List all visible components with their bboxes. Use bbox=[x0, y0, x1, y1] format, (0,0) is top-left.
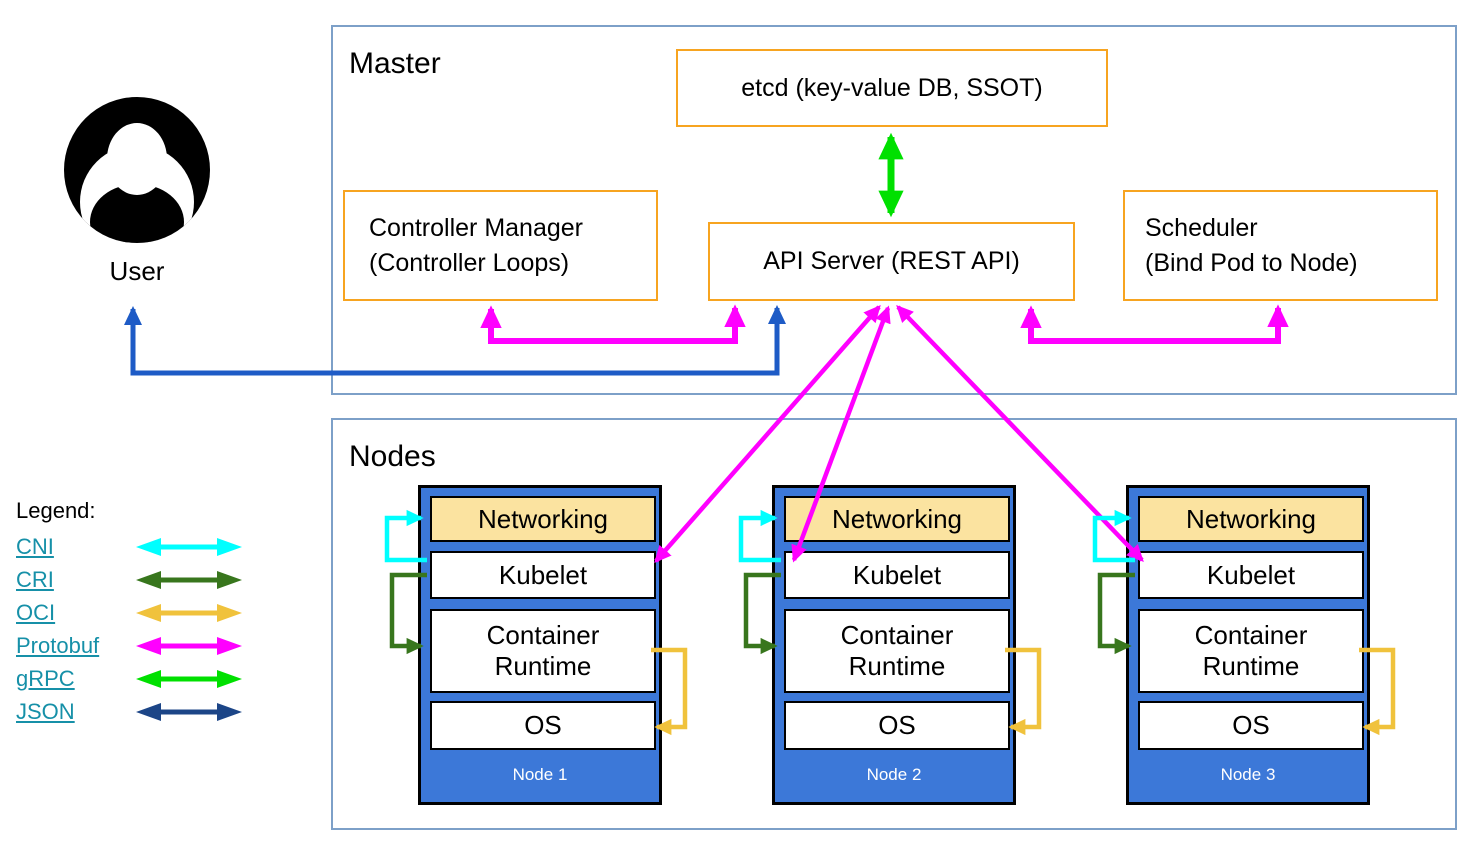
legend-row-cri: CRI bbox=[16, 563, 266, 596]
node-3: Networking Kubelet Container Runtime OS … bbox=[1126, 485, 1370, 805]
etcd-label: etcd (key-value DB, SSOT) bbox=[741, 73, 1043, 102]
controller-manager-label-line1: Controller Manager bbox=[369, 213, 583, 242]
node-2-networking-layer: Networking bbox=[784, 496, 1010, 542]
node-2-os-layer: OS bbox=[784, 701, 1010, 750]
legend-link-json[interactable]: JSON bbox=[16, 698, 75, 724]
legend-arrow-grpc bbox=[136, 669, 242, 688]
node-2-name: Node 2 bbox=[866, 765, 922, 784]
controller-manager-box: Controller Manager (Controller Loops) bbox=[343, 190, 658, 301]
nodes-section-box: Nodes bbox=[331, 418, 1457, 830]
api-server-label: API Server (REST API) bbox=[763, 247, 1020, 275]
legend-arrow-json bbox=[136, 702, 242, 721]
scheduler-label-line2: (Bind Pod to Node) bbox=[1145, 248, 1358, 277]
user-icon bbox=[64, 97, 210, 243]
nodes-section-title: Nodes bbox=[349, 440, 436, 473]
node-1-kubelet-layer: Kubelet bbox=[430, 551, 656, 599]
legend-row-cni: CNI bbox=[16, 530, 266, 563]
legend-arrow-protobuf bbox=[136, 636, 242, 655]
node-2-container-runtime-layer: Container Runtime bbox=[784, 609, 1010, 693]
node-1-os-layer: OS bbox=[430, 701, 656, 750]
legend-arrow-cni bbox=[136, 537, 242, 556]
scheduler-label-line1: Scheduler bbox=[1145, 213, 1258, 242]
node-3-container-runtime-layer: Container Runtime bbox=[1138, 609, 1364, 693]
node-3-networking-layer: Networking bbox=[1138, 496, 1364, 542]
legend-title: Legend: bbox=[16, 498, 96, 523]
node-1: Networking Kubelet Container Runtime OS … bbox=[418, 485, 662, 805]
api-server-box: API Server (REST API) bbox=[708, 222, 1075, 301]
node-2: Networking Kubelet Container Runtime OS … bbox=[772, 485, 1016, 805]
legend-row-grpc: gRPC bbox=[16, 662, 266, 695]
legend-row-json: JSON bbox=[16, 695, 266, 728]
node-1-name: Node 1 bbox=[512, 765, 568, 784]
node-2-kubelet-layer: Kubelet bbox=[784, 551, 1010, 599]
master-section-title: Master bbox=[349, 47, 441, 80]
etcd-box: etcd (key-value DB, SSOT) bbox=[676, 49, 1108, 127]
legend-link-oci[interactable]: OCI bbox=[16, 599, 56, 625]
node-3-kubelet-layer: Kubelet bbox=[1138, 551, 1364, 599]
node-1-networking-layer: Networking bbox=[430, 496, 656, 542]
legend-arrow-oci bbox=[136, 603, 242, 622]
scheduler-box: Scheduler (Bind Pod to Node) bbox=[1123, 190, 1438, 301]
node-3-os-layer: OS bbox=[1138, 701, 1364, 750]
master-section-box: Master bbox=[331, 25, 1457, 395]
controller-manager-label-line2: (Controller Loops) bbox=[369, 248, 570, 277]
node-3-name: Node 3 bbox=[1220, 765, 1276, 784]
user-label: User bbox=[109, 256, 165, 286]
legend-link-cri[interactable]: CRI bbox=[16, 566, 54, 592]
legend-row-oci: OCI bbox=[16, 596, 266, 629]
legend-link-grpc[interactable]: gRPC bbox=[16, 665, 75, 691]
node-1-container-runtime-layer: Container Runtime bbox=[430, 609, 656, 693]
legend-row-protobuf: Protobuf bbox=[16, 629, 266, 662]
legend: Legend: CNI CRI OCI bbox=[16, 498, 266, 728]
legend-arrow-cri bbox=[136, 570, 242, 589]
legend-link-protobuf[interactable]: Protobuf bbox=[16, 632, 100, 658]
legend-link-cni[interactable]: CNI bbox=[16, 533, 54, 559]
